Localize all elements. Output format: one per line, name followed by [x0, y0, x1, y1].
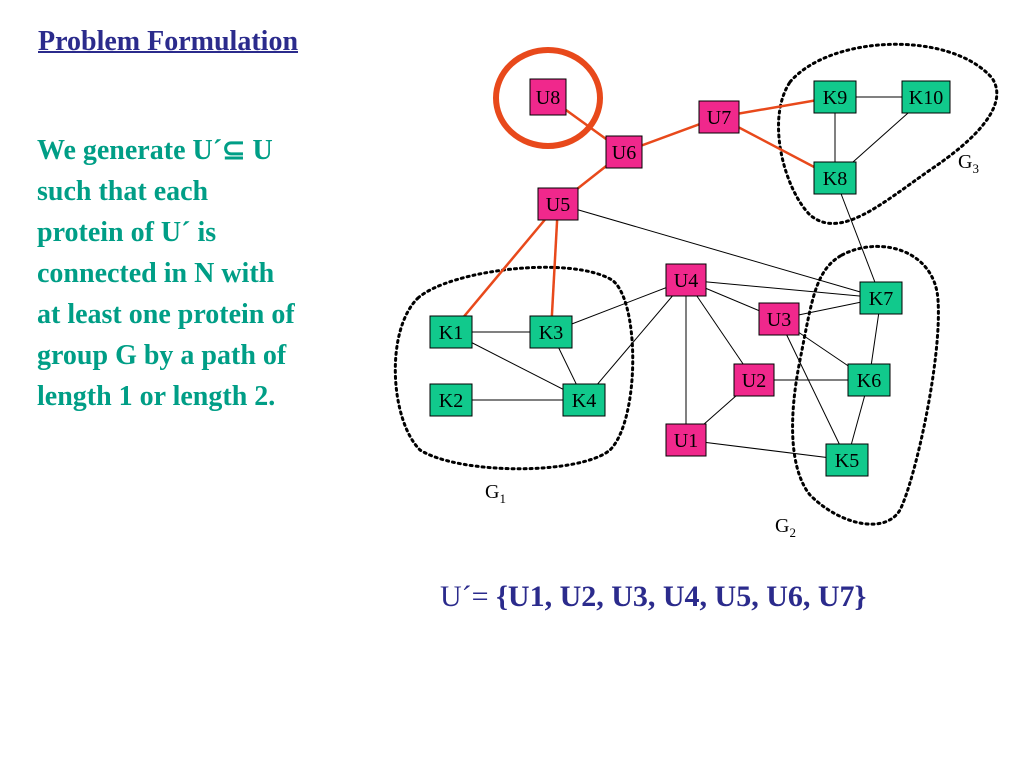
node-label: K5 — [835, 450, 859, 472]
node-label: U4 — [674, 270, 698, 292]
node-box — [901, 80, 951, 114]
node-box — [733, 363, 775, 397]
result-prefix: U´= — [440, 580, 497, 613]
node-label: K3 — [539, 322, 563, 344]
node-k2: K2 — [429, 383, 473, 417]
group-label-G3: G3 — [958, 151, 979, 176]
edge-k3-u4 — [550, 279, 687, 333]
node-label: K1 — [439, 322, 463, 344]
node-u8: U8 — [529, 78, 567, 116]
node-label: U6 — [612, 142, 636, 164]
result-set: U´= {U1, U2, U3, U4, U5, U6, U7} — [440, 580, 866, 614]
group-outline-G1 — [393, 265, 635, 471]
node-label: U2 — [742, 370, 766, 392]
node-box — [825, 443, 869, 477]
node-label: K2 — [439, 390, 463, 412]
node-label: K7 — [869, 288, 893, 310]
group-outline-G3 — [777, 42, 999, 225]
node-label: K10 — [909, 87, 943, 109]
node-box — [429, 383, 473, 417]
edge-u1-k5 — [685, 439, 848, 461]
node-k8: K8 — [813, 161, 857, 195]
result-values: {U1, U2, U3, U4, U5, U6, U7} — [496, 580, 867, 613]
description-line: protein of U´ is — [37, 217, 217, 248]
node-box — [605, 135, 643, 169]
edge-k1-k4 — [450, 331, 585, 401]
node-label: K6 — [857, 370, 881, 392]
node-box — [859, 281, 903, 315]
edge-u5-k3 — [549, 203, 560, 333]
node-k6: K6 — [847, 363, 891, 397]
slide-title: Problem Formulation — [38, 26, 299, 57]
node-box — [758, 302, 800, 336]
node-label: K8 — [823, 168, 847, 190]
node-box — [847, 363, 891, 397]
node-u2: U2 — [733, 363, 775, 397]
node-u6: U6 — [605, 135, 643, 169]
group-label-G2: G2 — [775, 515, 796, 540]
group-outline-G2 — [791, 244, 940, 526]
node-k9: K9 — [813, 80, 857, 114]
node-u3: U3 — [758, 302, 800, 336]
node-k10: K10 — [901, 80, 951, 114]
node-k1: K1 — [429, 315, 473, 349]
groups-layer — [393, 42, 999, 526]
node-k7: K7 — [859, 281, 903, 315]
node-label: U7 — [707, 107, 731, 129]
node-box — [429, 315, 473, 349]
edge-k8-k7 — [834, 177, 882, 299]
node-label: K9 — [823, 87, 847, 109]
node-box — [813, 80, 857, 114]
problem-description: We generate U´⊆ U such that each protein… — [37, 130, 367, 417]
node-k5: K5 — [825, 443, 869, 477]
group-label-G1: G1 — [485, 481, 506, 506]
description-line: such that each — [37, 176, 209, 207]
node-box — [562, 383, 606, 417]
node-u7: U7 — [698, 100, 740, 134]
edge-u4-k7 — [685, 279, 882, 299]
description-line: at least one protein of — [37, 299, 295, 330]
edge-u3-k5 — [778, 318, 848, 461]
node-label: U8 — [536, 87, 560, 109]
node-box — [665, 423, 707, 457]
edge-u5-k1 — [450, 203, 559, 333]
description-line: length 1 or length 2. — [37, 381, 276, 412]
node-label: K4 — [572, 390, 596, 412]
highlight-circle — [493, 47, 603, 149]
node-u4: U4 — [665, 263, 707, 297]
node-box — [529, 78, 567, 116]
node-label: U3 — [767, 309, 791, 331]
node-k3: K3 — [529, 315, 573, 349]
node-u1: U1 — [665, 423, 707, 457]
node-u5: U5 — [537, 187, 579, 221]
node-k4: K4 — [562, 383, 606, 417]
edge-u4-u2 — [685, 279, 755, 381]
description-line: We generate U´⊆ U — [37, 135, 273, 166]
node-box — [529, 315, 573, 349]
node-box — [698, 100, 740, 134]
node-box — [665, 263, 707, 297]
node-label: U5 — [546, 194, 570, 216]
node-box — [537, 187, 579, 221]
node-label: U1 — [674, 430, 698, 452]
edge-u4-k4 — [583, 279, 687, 401]
description-line: group G by a path of — [37, 340, 287, 371]
edge-u5-k7 — [557, 203, 882, 299]
node-box — [813, 161, 857, 195]
description-line: connected in N with — [37, 258, 275, 289]
